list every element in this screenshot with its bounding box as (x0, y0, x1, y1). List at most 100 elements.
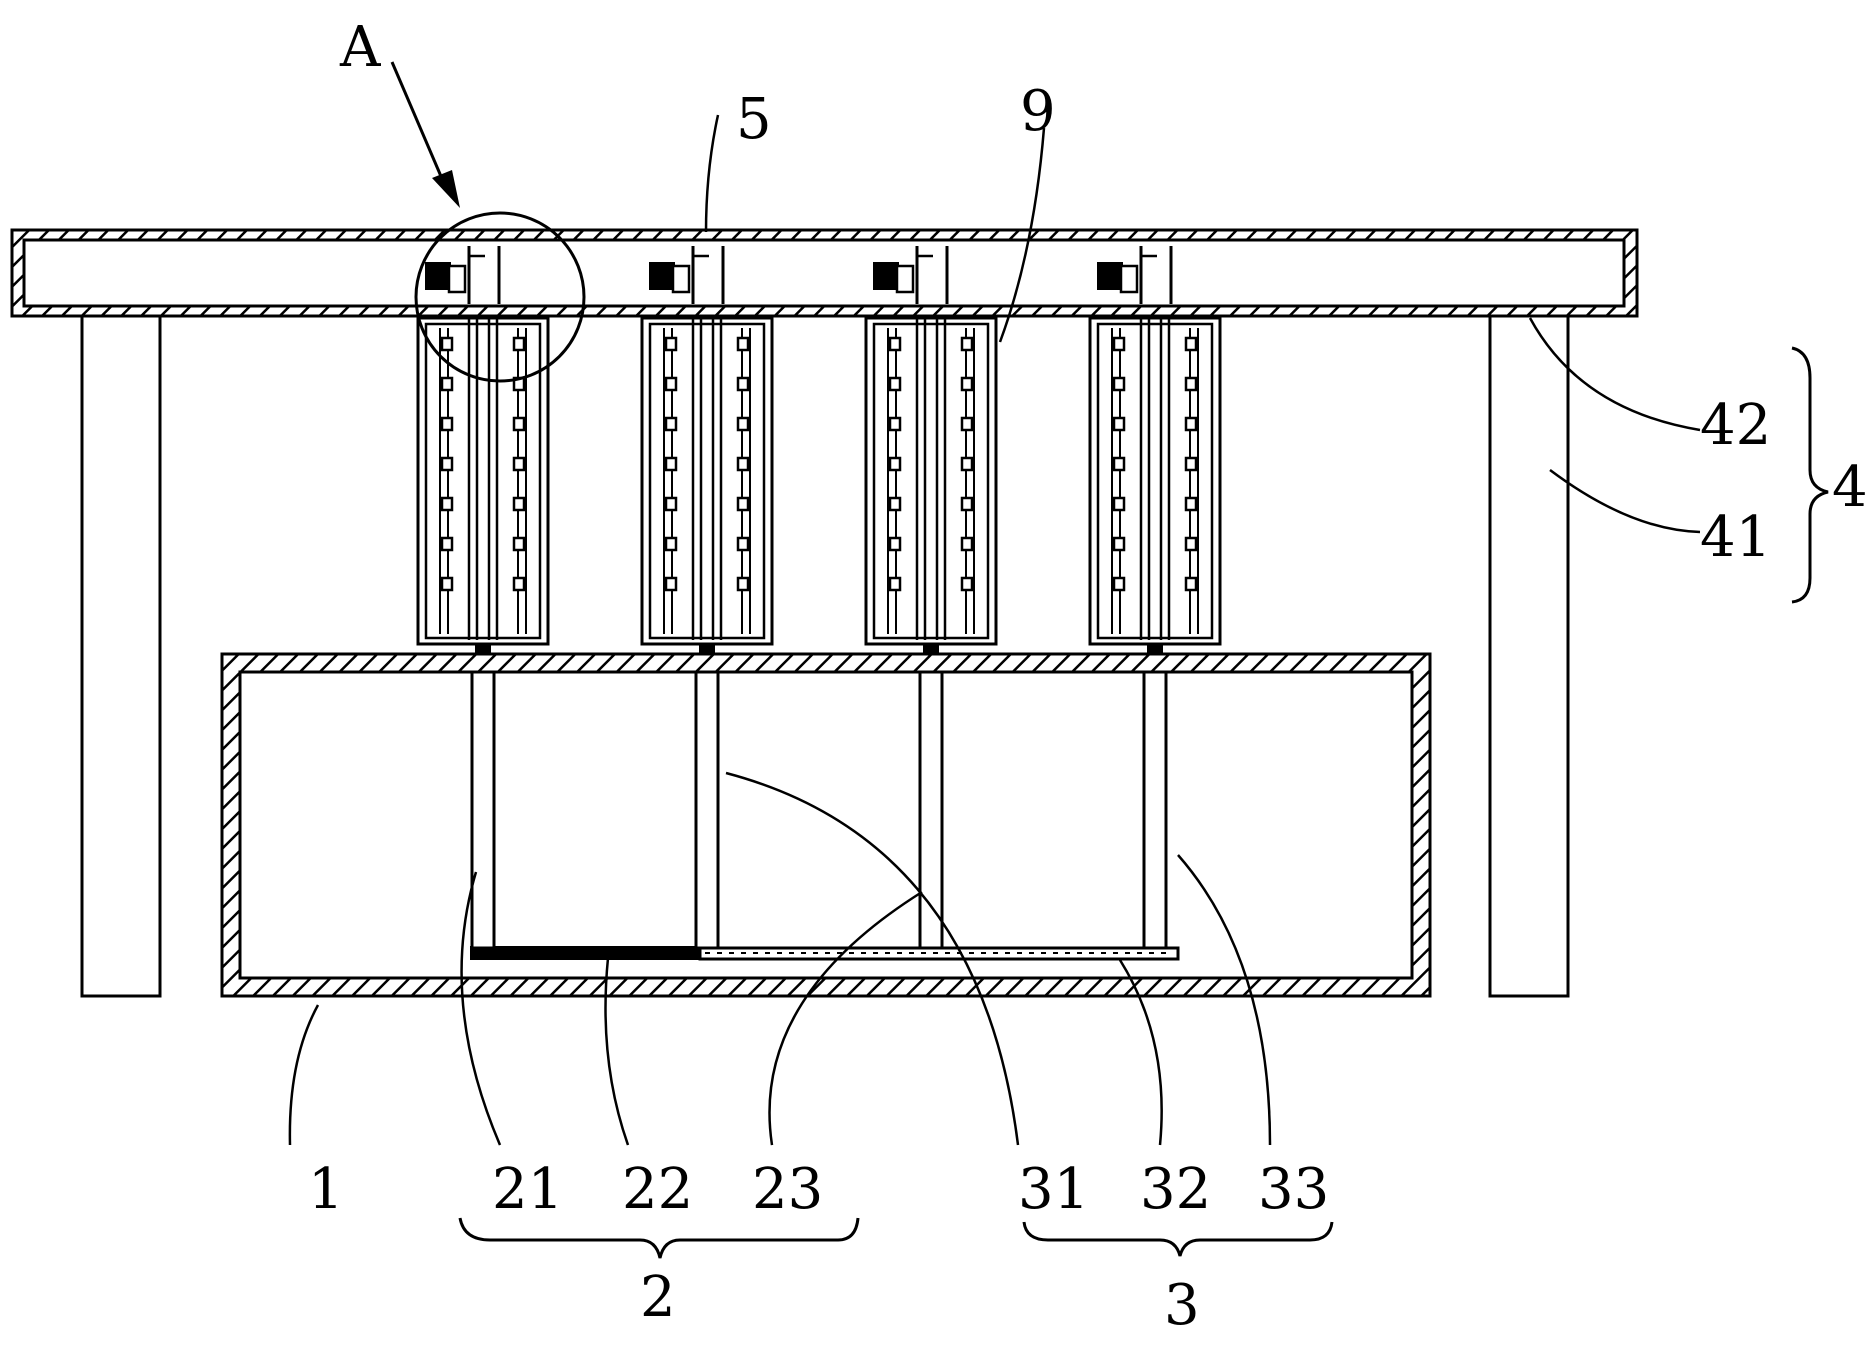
lower-box (220, 652, 1432, 998)
label-22: 22 (622, 1157, 693, 1222)
label-a: A (339, 15, 381, 80)
motor-block (425, 262, 451, 290)
detail-arrow-a (390, 61, 448, 189)
label-4: 4 (1832, 455, 1868, 520)
roller-left (664, 376, 678, 392)
roller-left (1112, 376, 1126, 392)
roller-right (960, 376, 974, 392)
roller-right (736, 536, 750, 552)
roller-left (888, 496, 902, 512)
motor-coupler (671, 264, 691, 294)
roller-left (440, 456, 454, 472)
housing-inner (872, 322, 990, 640)
roller-left (664, 496, 678, 512)
roller-right (736, 416, 750, 432)
roller-right (512, 416, 526, 432)
label-3: 3 (1164, 1273, 1200, 1338)
motor-block (873, 262, 899, 290)
roller-left (440, 336, 454, 352)
roller-left (664, 536, 678, 552)
label-23: 23 (752, 1157, 823, 1222)
roller-right (736, 336, 750, 352)
top-beam (10, 228, 1639, 318)
bottom-connector (923, 644, 939, 654)
part-labels: A 5 9 42 41 4 1 21 22 23 31 32 33 2 3 (308, 15, 1868, 1338)
roller-left (888, 376, 902, 392)
roller-stacks (416, 246, 1222, 950)
roller-left (1112, 496, 1126, 512)
motor-coupler (1119, 264, 1139, 294)
roller-left (440, 576, 454, 592)
housing-inner (648, 322, 766, 640)
drive-rod (918, 670, 944, 950)
roller-right (512, 456, 526, 472)
roller-left (440, 376, 454, 392)
roller-right (736, 456, 750, 472)
roller-right (736, 376, 750, 392)
roller-left (888, 336, 902, 352)
roller-right (1184, 376, 1198, 392)
roller-left (664, 416, 678, 432)
roller-left (888, 416, 902, 432)
detail-circle-a (414, 211, 586, 383)
housing-inner (424, 322, 542, 640)
roller-right (736, 496, 750, 512)
roller-left (1112, 536, 1126, 552)
label-41: 41 (1700, 505, 1771, 570)
motor-block (1097, 262, 1123, 290)
bottom-connector (699, 644, 715, 654)
bottom-connector (475, 644, 491, 654)
roller-right (960, 576, 974, 592)
housing-inner (1096, 322, 1214, 640)
label-2: 2 (640, 1265, 676, 1330)
label-5: 5 (736, 87, 772, 152)
housing-outer (416, 316, 550, 646)
leader-lines (288, 114, 1701, 1146)
bottom-plate-32 (698, 946, 1180, 961)
roller-right (1184, 456, 1198, 472)
label-33: 33 (1258, 1157, 1329, 1222)
housing-outer (1088, 316, 1222, 646)
roller-right (512, 536, 526, 552)
right-leg (1488, 314, 1570, 998)
housing-outer (640, 316, 774, 646)
roller-left (664, 576, 678, 592)
bottom-connector (1147, 644, 1163, 654)
label-42: 42 (1700, 393, 1771, 458)
motor-coupler (447, 264, 467, 294)
roller-left (440, 416, 454, 432)
roller-right (512, 496, 526, 512)
roller-right (960, 336, 974, 352)
label-9: 9 (1020, 79, 1056, 144)
roller-right (960, 456, 974, 472)
roller-left (888, 456, 902, 472)
roller-left (1112, 576, 1126, 592)
label-32: 32 (1140, 1157, 1211, 1222)
motor-block (649, 262, 675, 290)
drive-rod (694, 670, 720, 950)
label-1: 1 (308, 1157, 344, 1222)
roller-right (512, 576, 526, 592)
roller-left (1112, 456, 1126, 472)
roller-right (512, 336, 526, 352)
left-leg (80, 314, 162, 998)
label-31: 31 (1018, 1157, 1089, 1222)
roller-right (960, 536, 974, 552)
roller-left (440, 496, 454, 512)
motor-coupler (895, 264, 915, 294)
bottom-plate-22 (470, 946, 700, 960)
roller-right (1184, 536, 1198, 552)
label-21: 21 (492, 1157, 563, 1222)
roller-left (888, 536, 902, 552)
roller-left (1112, 336, 1126, 352)
roller-right (736, 576, 750, 592)
drive-rod (1142, 670, 1168, 950)
roller-right (1184, 336, 1198, 352)
roller-left (888, 576, 902, 592)
roller-right (960, 496, 974, 512)
roller-left (1112, 416, 1126, 432)
housing-outer (864, 316, 998, 646)
drive-rod (470, 670, 496, 950)
